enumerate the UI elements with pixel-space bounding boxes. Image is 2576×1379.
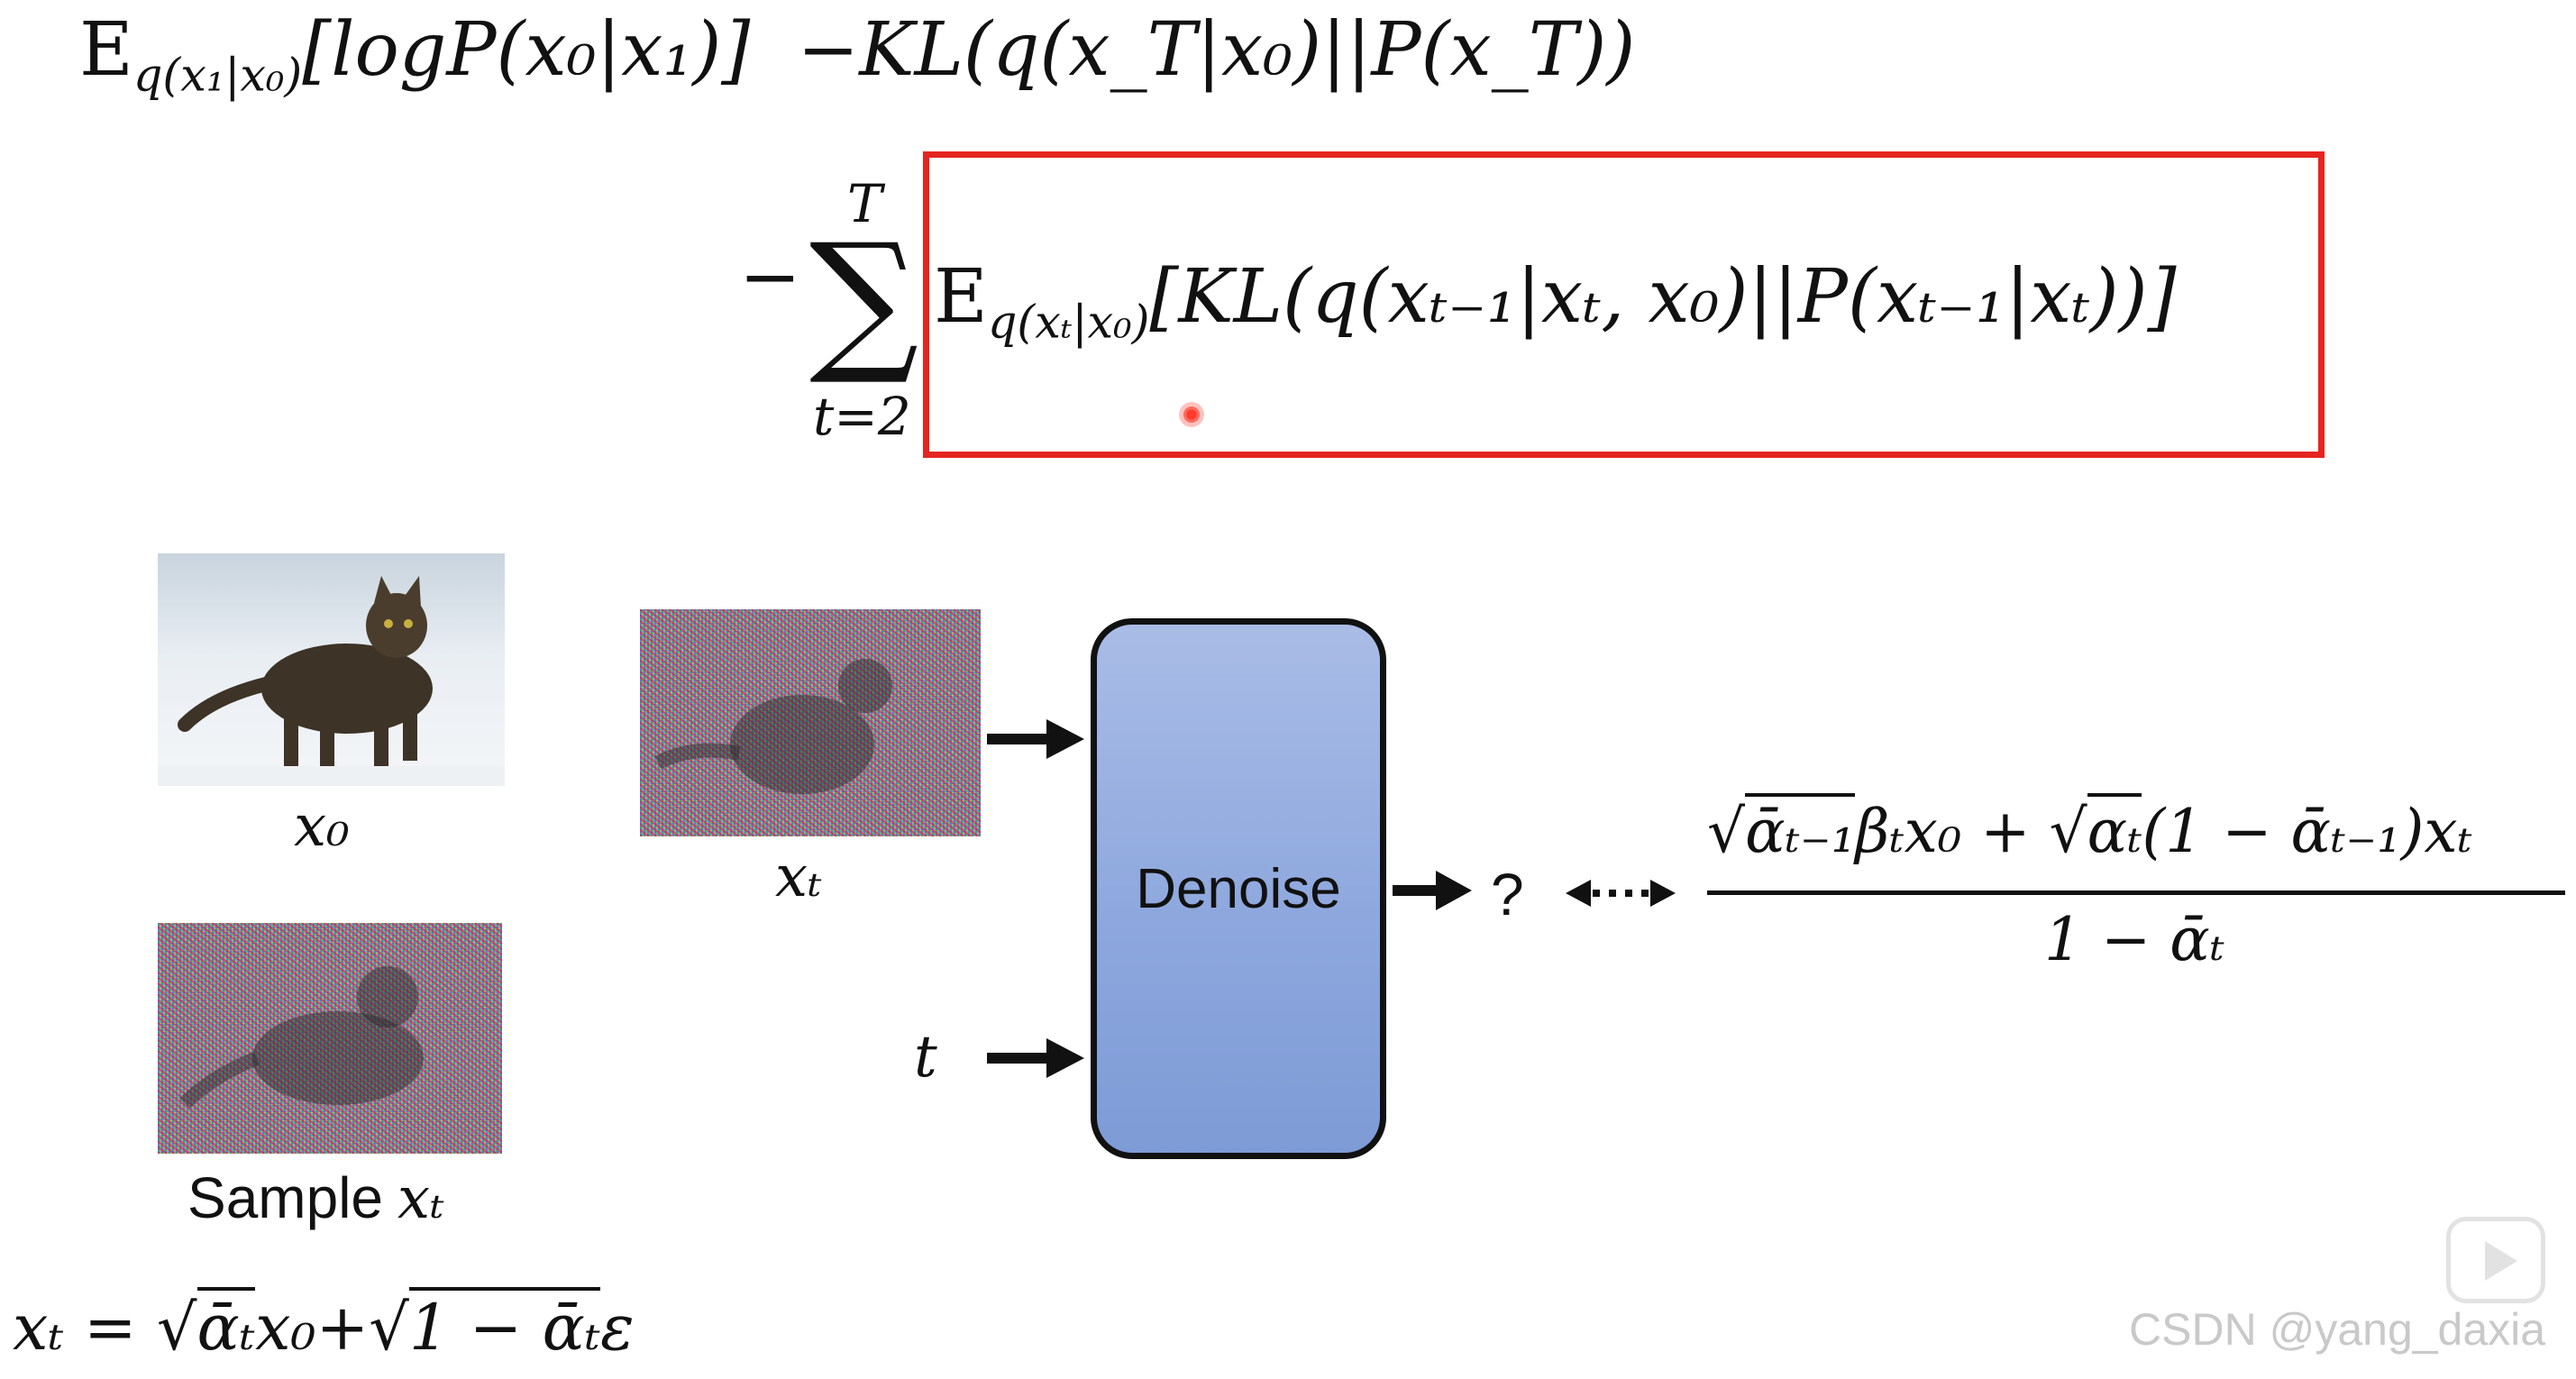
sigma-icon: ∑ <box>809 211 919 389</box>
forward-process-formula: xₜ = √ᾱₜx₀+√1 − ᾱₜε <box>13 1287 635 1365</box>
num-xt-term: (1 − ᾱₜ₋₁)xₜ <box>2142 797 2472 866</box>
question-mark: ? <box>1491 861 1524 927</box>
fraction-bar <box>1707 890 2565 895</box>
x0-term: x₀+ <box>255 1291 370 1365</box>
noisy-sample-image <box>158 923 502 1154</box>
noisy-xt-silhouette <box>654 659 892 794</box>
denoise-block: Denoise <box>1091 618 1386 1159</box>
xt-label: xₜ <box>775 844 822 910</box>
laser-pointer-icon <box>1179 402 1204 427</box>
sum-minus: − <box>739 234 801 320</box>
t-label: t <box>914 1024 937 1091</box>
num-alpha-bar-prev: ᾱₜ₋₁ <box>1745 793 1856 866</box>
cat-silhouette <box>158 576 505 786</box>
sigma-lower-limit: t=2 <box>813 386 911 447</box>
sample-word: Sample <box>187 1165 383 1230</box>
sqrt-icon: √ <box>156 1291 197 1365</box>
num-beta-term: βₜx₀ + <box>1855 797 2050 866</box>
reconstruction-term: [logP(x₀|x₁)] <box>302 7 751 93</box>
denoising-term: Eq(xₜ|x₀)[KL(q(xₜ₋₁|xₜ, x₀)||P(xₜ₋₁|xₜ))… <box>934 254 2177 344</box>
kl-denoise-body: [KL(q(xₜ₋₁|xₜ, x₀)||P(xₜ₋₁|xₜ))] <box>1149 254 2177 340</box>
expectation-subscript-1: q(x₁|x₀) <box>132 48 303 102</box>
expectation-symbol: E <box>79 7 133 93</box>
expectation-symbol-2: E <box>934 254 988 340</box>
highlight-box <box>923 151 2325 458</box>
epsilon-term: ε <box>600 1291 635 1365</box>
posterior-mean-denominator: 1 − ᾱₜ <box>2044 905 2225 974</box>
sqrt-alpha-bar: ᾱₜ <box>196 1287 256 1365</box>
watermark: CSDN @yang_daxia <box>2129 1304 2546 1355</box>
posterior-mean-numerator: √ᾱₜ₋₁βₜx₀ + √αₜ(1 − ᾱₜ₋₁)xₜ <box>1707 793 2472 866</box>
sqrt-icon-3: √ <box>1707 797 1746 866</box>
noisy-xt-image <box>640 609 981 836</box>
prior-kl-term: −KL(q(x_T|x₀)||P(x_T)) <box>797 7 1636 93</box>
arrow-right-icon <box>987 719 1084 759</box>
play-icon <box>2446 1217 2545 1303</box>
noisy-cat-silhouette <box>179 966 424 1109</box>
formula-lhs: xₜ <box>13 1291 64 1365</box>
denoise-label: Denoise <box>1136 857 1341 920</box>
sqrt-icon-2: √ <box>369 1291 409 1365</box>
elbo-equation-line1: Eq(x₁|x₀)[logP(x₀|x₁)] −KL(q(x_T|x₀)||P(… <box>79 7 1636 97</box>
clean-cat-image <box>158 553 505 786</box>
sqrt-one-minus-alpha-bar: 1 − ᾱₜ <box>408 1287 601 1365</box>
sample-var: xₜ <box>397 1165 444 1232</box>
sqrt-icon-4: √ <box>2049 797 2087 866</box>
sigma-upper-limit: T <box>847 173 882 234</box>
x0-label: x₀ <box>294 793 350 860</box>
expectation-subscript-2: q(xₜ|x₀) <box>987 295 1150 349</box>
arrow-output-icon <box>1393 871 1472 910</box>
num-alpha: αₜ <box>2087 793 2142 866</box>
sample-xt-label: Sample xₜ <box>187 1164 444 1232</box>
arrow-right-icon-2 <box>987 1038 1084 1078</box>
dotted-double-arrow-icon <box>1566 880 1676 907</box>
